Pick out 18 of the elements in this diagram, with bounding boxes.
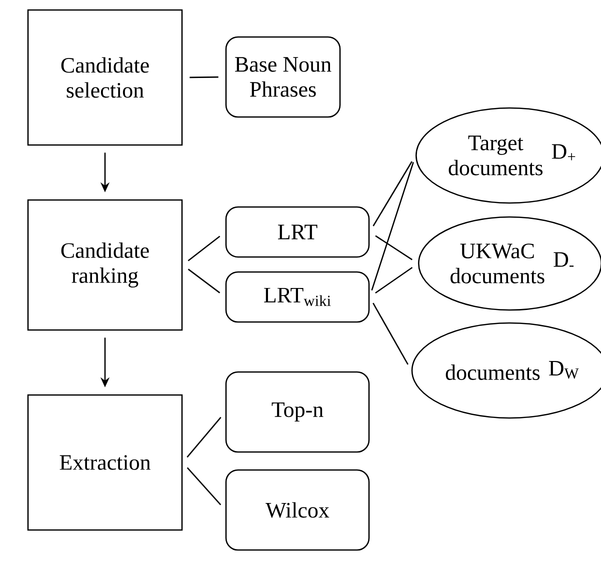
connector-line <box>375 235 412 260</box>
stage-box: Candidate selection <box>27 9 183 146</box>
connector-line <box>186 416 222 458</box>
connector-line <box>188 268 220 294</box>
connector-line <box>375 266 413 294</box>
method-box: LRT <box>225 206 370 258</box>
method-box: Wilcox <box>225 469 370 551</box>
connector-line <box>371 162 414 291</box>
stage-box: Candidate ranking <box>27 199 183 331</box>
stage-box: Extraction <box>27 394 183 531</box>
connector-line <box>190 76 218 78</box>
connector-line <box>186 467 222 506</box>
connector-line <box>188 236 220 262</box>
method-box: Top-n <box>225 371 370 453</box>
connector-line <box>372 302 408 365</box>
connector-line <box>372 161 412 226</box>
method-box: Base Noun Phrases <box>225 36 341 118</box>
method-box: LRT$_{wiki}$ <box>225 271 370 323</box>
